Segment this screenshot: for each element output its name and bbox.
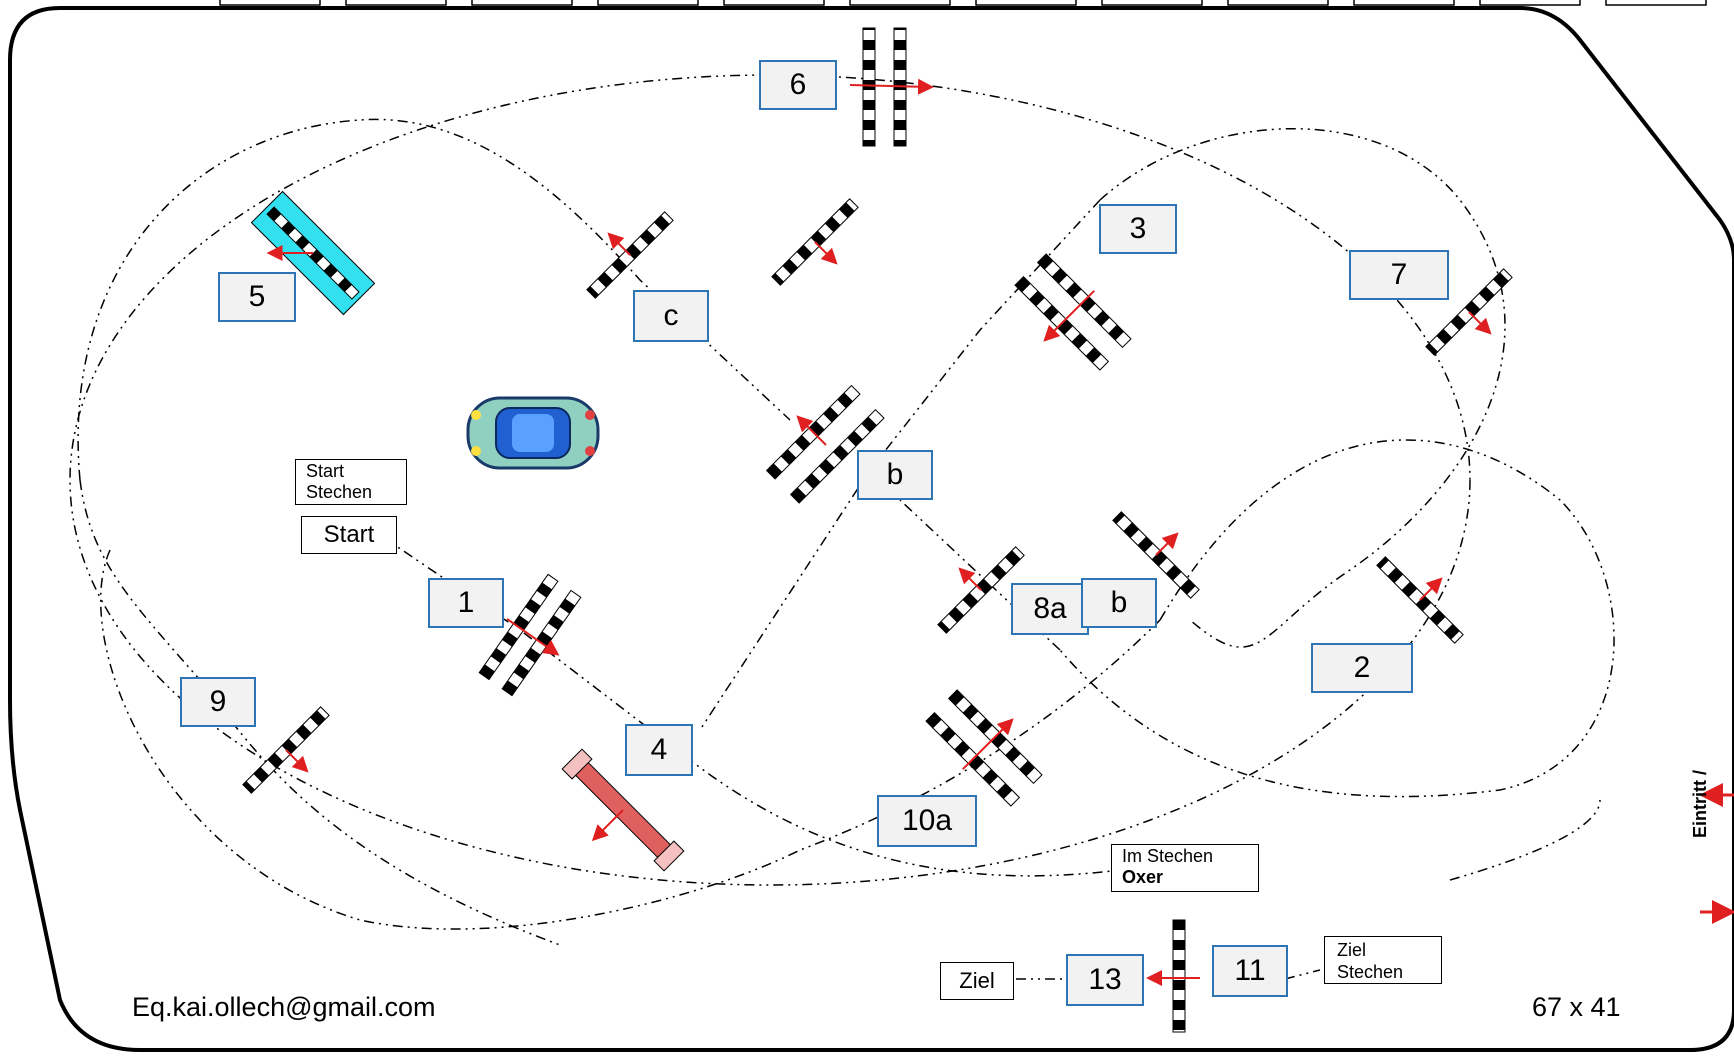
fence-number-9: 9 (180, 677, 256, 727)
fence-5-water (250, 190, 376, 316)
fence-b-lower (1112, 511, 1200, 599)
ziel-stechen-box: Ziel Stechen (1324, 936, 1442, 984)
footer-dimensions: 67 x 41 (1532, 992, 1621, 1022)
fence-number-b-upper: b (857, 450, 933, 500)
top-strip (219, 0, 1707, 6)
side-arrows (1699, 783, 1734, 924)
start-stechen-text: Start Stechen (306, 461, 373, 502)
oxer-text: Oxer (1122, 867, 1164, 887)
start-stechen-box: Start Stechen (295, 459, 407, 505)
eintritt-label: Eintritt / (1690, 770, 1710, 838)
car-icon (466, 396, 600, 470)
fence-9 (242, 706, 330, 794)
fence-ziel (1146, 919, 1200, 1033)
fence-6 (849, 27, 934, 147)
im-stechen-box: Im Stechen Oxer (1111, 844, 1259, 892)
footer-email: Eq.kai.ollech@gmail.com (132, 992, 436, 1022)
ziel-box: Ziel (940, 962, 1014, 1000)
fence-number-1: 1 (428, 578, 504, 628)
fence-c (586, 211, 674, 299)
fence-1 (478, 573, 582, 697)
fence-8a (937, 546, 1025, 634)
fence-2 (1376, 556, 1464, 644)
fence-number-2: 2 (1311, 643, 1413, 693)
fence-number-4: 4 (625, 724, 693, 776)
fence-number-8a: 8a (1011, 583, 1089, 635)
fence-number-7: 7 (1349, 250, 1449, 300)
fence-number-c: c (633, 290, 709, 342)
arena-outline (8, 6, 1734, 1052)
fence-3 (1014, 253, 1132, 371)
fence-number-3: 3 (1099, 204, 1177, 254)
im-stechen-text: Im Stechen (1122, 846, 1214, 866)
fence-7 (1425, 268, 1513, 356)
fence-number-13: 13 (1066, 954, 1144, 1006)
ziel-stechen-text: Ziel Stechen (1337, 940, 1404, 982)
fence-4-wall (561, 748, 685, 872)
fence-number-6: 6 (759, 60, 837, 110)
fence-number-5: 5 (218, 272, 296, 322)
fence-number-10a: 10a (877, 795, 977, 847)
fence-number-b-lower: b (1081, 578, 1157, 628)
start-box: Start (301, 516, 397, 554)
fence-b-upper (765, 384, 885, 504)
fence-10a (925, 689, 1043, 807)
fence-number-11: 11 (1212, 945, 1288, 997)
fence-center-top (771, 198, 859, 286)
